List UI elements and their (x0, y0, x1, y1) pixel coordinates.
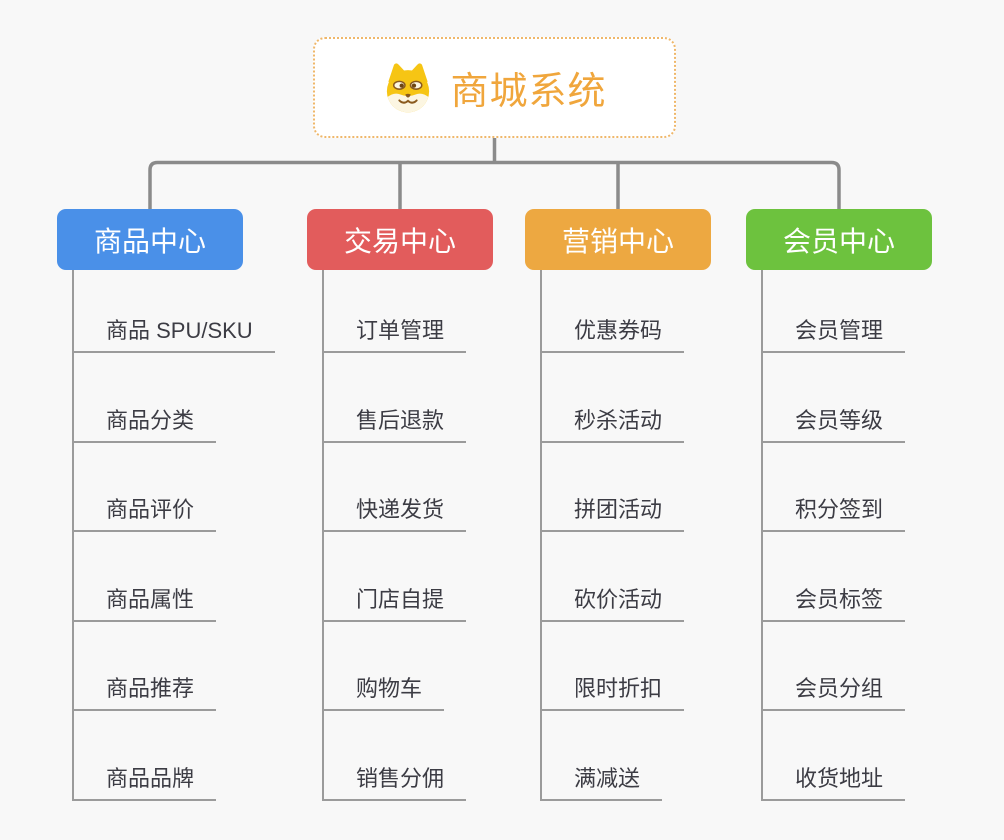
branch-topic-member-center[interactable]: 会员中心 (746, 209, 932, 270)
root-topic[interactable]: 商城系统 (313, 37, 676, 138)
subtopic[interactable]: 会员管理 (761, 317, 906, 353)
subtopic[interactable]: 收货地址 (761, 765, 906, 801)
subtopic[interactable]: 订单管理 (322, 317, 467, 353)
branch-children-marketing-center: 优惠券码 秒杀活动 拼团活动 砍价活动 限时折扣 满减送 (540, 317, 685, 801)
subtopic[interactable]: 优惠券码 (540, 317, 685, 353)
subtopic[interactable]: 商品 SPU/SKU (72, 317, 275, 353)
subtopic[interactable]: 快递发货 (322, 496, 467, 532)
subtopic[interactable]: 商品属性 (72, 586, 217, 622)
branch-topic-marketing-center[interactable]: 营销中心 (525, 209, 711, 270)
subtopic[interactable]: 商品分类 (72, 407, 217, 443)
subtopic[interactable]: 砍价活动 (540, 586, 685, 622)
subtopic[interactable]: 会员标签 (761, 586, 906, 622)
branch-child-connector (72, 270, 74, 800)
subtopic[interactable]: 售后退款 (322, 407, 467, 443)
branch-topic-trade-center[interactable]: 交易中心 (307, 209, 493, 270)
subtopic[interactable]: 购物车 (322, 675, 445, 711)
subtopic[interactable]: 商品评价 (72, 496, 217, 532)
subtopic[interactable]: 销售分佣 (322, 765, 467, 801)
subtopic[interactable]: 商品推荐 (72, 675, 217, 711)
branch-child-connector (761, 270, 763, 800)
subtopic[interactable]: 拼团活动 (540, 496, 685, 532)
branch-child-connector (540, 270, 542, 800)
branch-children-trade-center: 订单管理 售后退款 快递发货 门店自提 购物车 销售分佣 (322, 317, 467, 801)
branch-children-product-center: 商品 SPU/SKU 商品分类 商品评价 商品属性 商品推荐 商品品牌 (72, 317, 275, 801)
root-topic-title: 商城系统 (450, 71, 607, 113)
subtopic[interactable]: 秒杀活动 (540, 407, 685, 443)
subtopic[interactable]: 限时折扣 (540, 675, 685, 711)
subtopic[interactable]: 会员分组 (761, 675, 906, 711)
shiba-dog-icon (387, 62, 430, 112)
subtopic[interactable]: 会员等级 (761, 407, 906, 443)
branch-child-connector (322, 270, 324, 800)
subtopic[interactable]: 商品品牌 (72, 765, 217, 801)
branch-topic-product-center[interactable]: 商品中心 (57, 209, 243, 270)
subtopic[interactable]: 积分签到 (761, 496, 906, 532)
subtopic[interactable]: 满减送 (540, 765, 663, 801)
branch-children-member-center: 会员管理 会员等级 积分签到 会员标签 会员分组 收货地址 (761, 317, 906, 801)
subtopic[interactable]: 门店自提 (322, 586, 467, 622)
